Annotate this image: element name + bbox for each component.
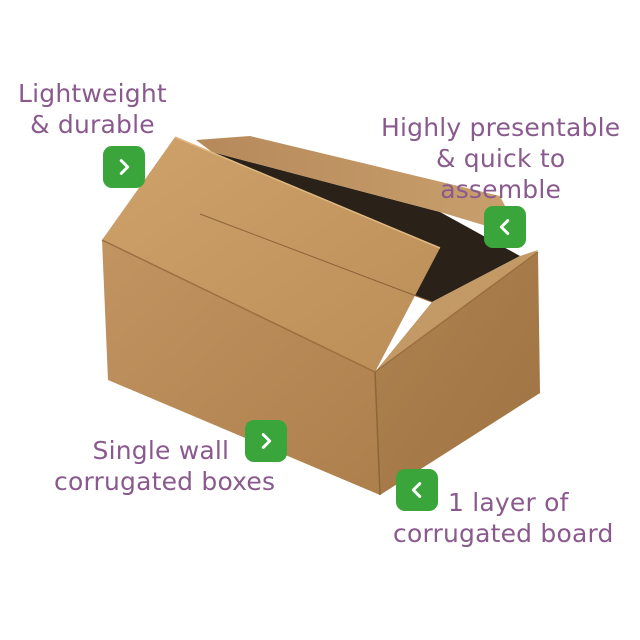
box-side-face bbox=[375, 252, 540, 495]
chevron-right-badge bbox=[103, 146, 145, 188]
feature-label-line: & quick to bbox=[435, 144, 566, 173]
box-back-flap bbox=[196, 136, 520, 236]
chevron-right-badge bbox=[245, 420, 287, 462]
box-top-flap bbox=[102, 137, 440, 372]
feature-label-line: Single wall bbox=[92, 436, 230, 465]
feature-label-line: corrugated board bbox=[393, 519, 614, 548]
feature-label-lightweight: Lightweight & durable bbox=[18, 78, 167, 140]
chevron-right-icon bbox=[119, 159, 130, 175]
feature-label-single-wall: Single wall corrugated boxes bbox=[54, 435, 275, 497]
chevron-left-badge bbox=[396, 469, 438, 511]
box-front-face bbox=[102, 240, 380, 495]
feature-label-line: corrugated boxes bbox=[54, 467, 276, 496]
feature-label-line: assemble bbox=[440, 175, 562, 204]
feature-label-one-layer: 1 layer of corrugated board bbox=[393, 487, 614, 549]
feature-label-line: & durable bbox=[30, 110, 155, 139]
chevron-left-icon bbox=[499, 219, 510, 235]
chevron-right-icon bbox=[261, 433, 272, 449]
feature-label-line: Lightweight bbox=[18, 79, 167, 108]
chevron-left-icon bbox=[411, 482, 422, 498]
chevron-left-badge bbox=[484, 206, 526, 248]
feature-label-presentable: Highly presentable & quick to assemble bbox=[381, 112, 620, 205]
feature-label-line: Highly presentable bbox=[381, 113, 621, 142]
feature-label-line: 1 layer of bbox=[448, 488, 569, 517]
